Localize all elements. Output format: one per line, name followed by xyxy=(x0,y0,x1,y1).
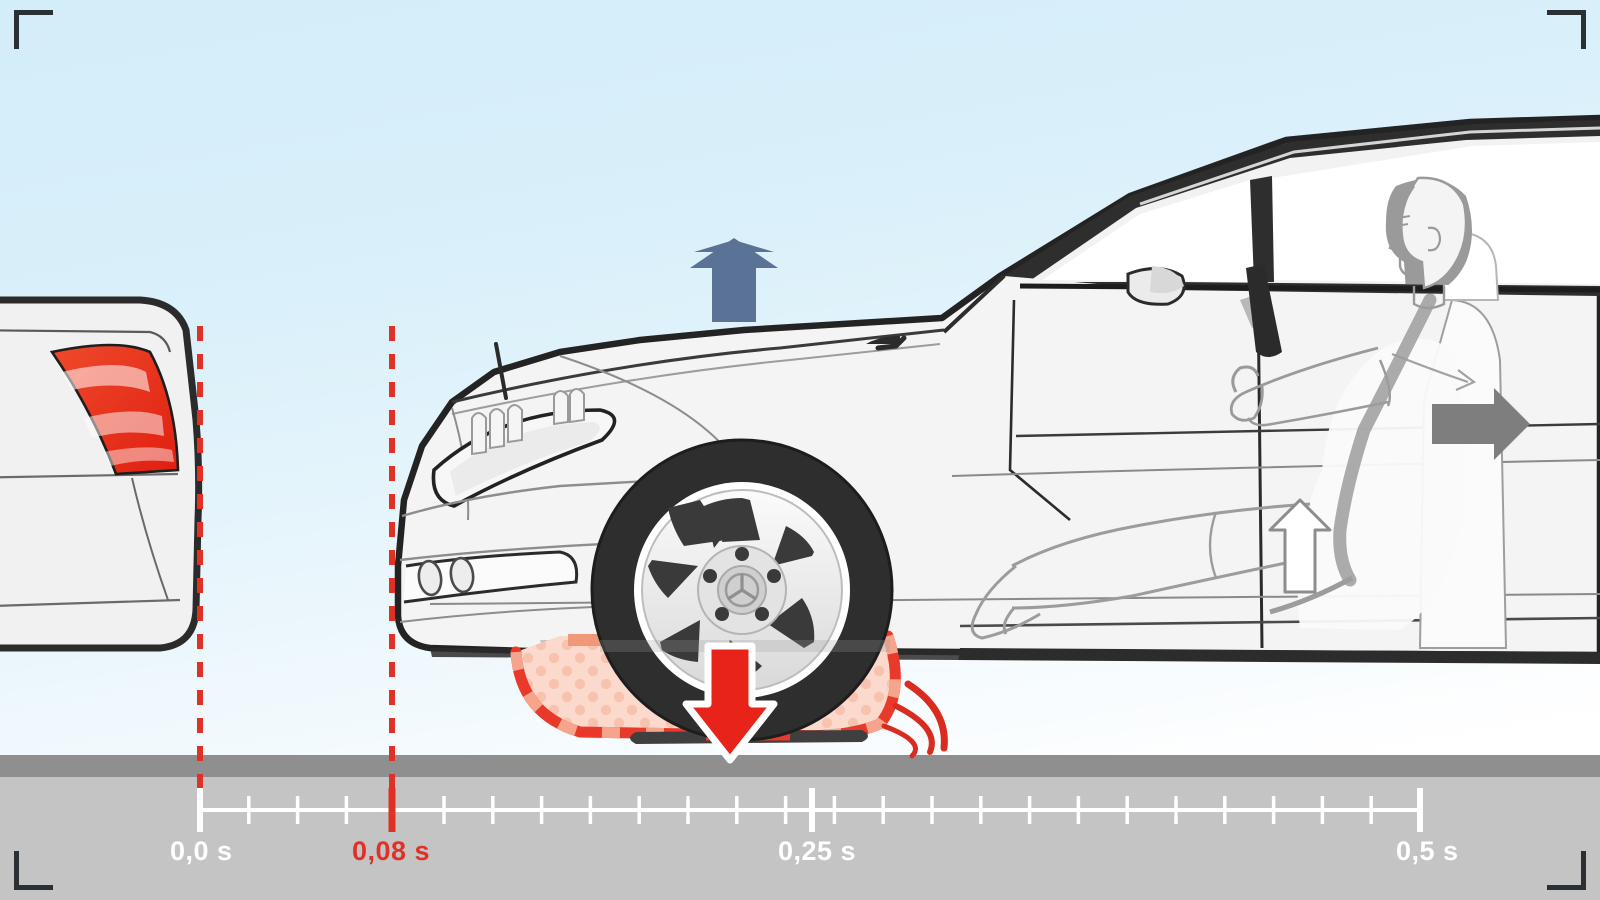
road-light-band xyxy=(0,777,1600,900)
timeline-major-ticks xyxy=(197,788,1423,832)
occupant-forward-motion-arrow xyxy=(1432,388,1530,460)
timeline-label-025s: 0,25 s xyxy=(778,836,857,866)
crop-mark-top-right xyxy=(1547,10,1586,49)
mercedes-star-icon xyxy=(724,572,760,608)
lug-nuts xyxy=(703,547,781,621)
car-forward-motion-arrow xyxy=(690,238,778,322)
glasshouse xyxy=(1004,120,1600,296)
timeline-marker-lines xyxy=(197,326,395,800)
timeline-label-008s: 0,08 s xyxy=(352,836,431,866)
timeline-label-0s: 0,0 s xyxy=(170,836,233,866)
headlight xyxy=(431,388,617,508)
airbag-downforce-arrow xyxy=(682,642,778,764)
driver-figure xyxy=(970,176,1508,649)
taillight xyxy=(49,343,180,476)
crop-mark-top-left xyxy=(14,10,53,49)
road-dark-band xyxy=(0,755,1600,777)
seat-lift-arrow xyxy=(1268,498,1332,594)
side-mirror xyxy=(1126,266,1186,306)
lead-vehicle-rear xyxy=(0,296,203,652)
steering-wheel xyxy=(1231,264,1282,393)
crop-mark-bottom-right xyxy=(1547,851,1586,890)
timeline-label-05s: 0,5 s xyxy=(1396,836,1459,866)
airbag-motion-lines xyxy=(881,680,948,759)
crop-mark-bottom-left xyxy=(14,851,53,890)
